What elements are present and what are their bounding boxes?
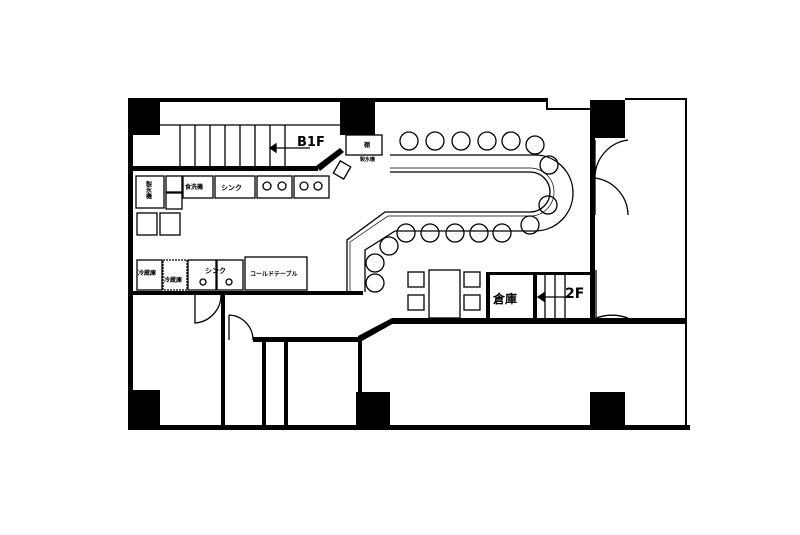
stairs-b1f[interactable] bbox=[160, 124, 340, 166]
table-set bbox=[407, 269, 481, 319]
cold-table-label: コールドテーブル bbox=[250, 270, 298, 278]
column bbox=[130, 390, 160, 428]
fridge-label: 冷蔵庫 bbox=[164, 276, 182, 284]
column bbox=[130, 100, 160, 135]
labels: B1F 2F 倉庫 シンク シンク 食洗機 製氷機 製氷機 棚 冷蔵庫 冷蔵庫 … bbox=[138, 135, 584, 306]
stove bbox=[256, 175, 293, 199]
column bbox=[340, 100, 375, 135]
stairs-2f[interactable] bbox=[536, 275, 572, 318]
column bbox=[590, 100, 625, 138]
column bbox=[590, 392, 625, 428]
b1f-label: B1F bbox=[297, 135, 325, 150]
storage-label: 倉庫 bbox=[492, 291, 517, 306]
wall-top bbox=[128, 98, 546, 102]
sink-label: シンク bbox=[221, 183, 242, 192]
bar-stools bbox=[365, 131, 559, 293]
ice-maker-label: 製氷機 bbox=[145, 180, 153, 200]
2f-label: 2F bbox=[565, 286, 584, 302]
stove bbox=[293, 175, 330, 199]
door[interactable] bbox=[595, 270, 629, 319]
ice-maker-label: 製氷機 bbox=[359, 156, 375, 163]
wall-bottom bbox=[128, 425, 690, 430]
wall-right bbox=[685, 98, 687, 430]
bar-counter bbox=[364, 154, 574, 292]
wall-left bbox=[128, 98, 133, 430]
shelf-label: 棚 bbox=[364, 141, 370, 149]
sink-label: シンク bbox=[205, 266, 226, 275]
walls bbox=[128, 98, 690, 430]
dishwasher-label: 食洗機 bbox=[184, 183, 203, 191]
fridge-label: 冷蔵庫 bbox=[138, 269, 156, 277]
fixtures bbox=[135, 124, 629, 341]
